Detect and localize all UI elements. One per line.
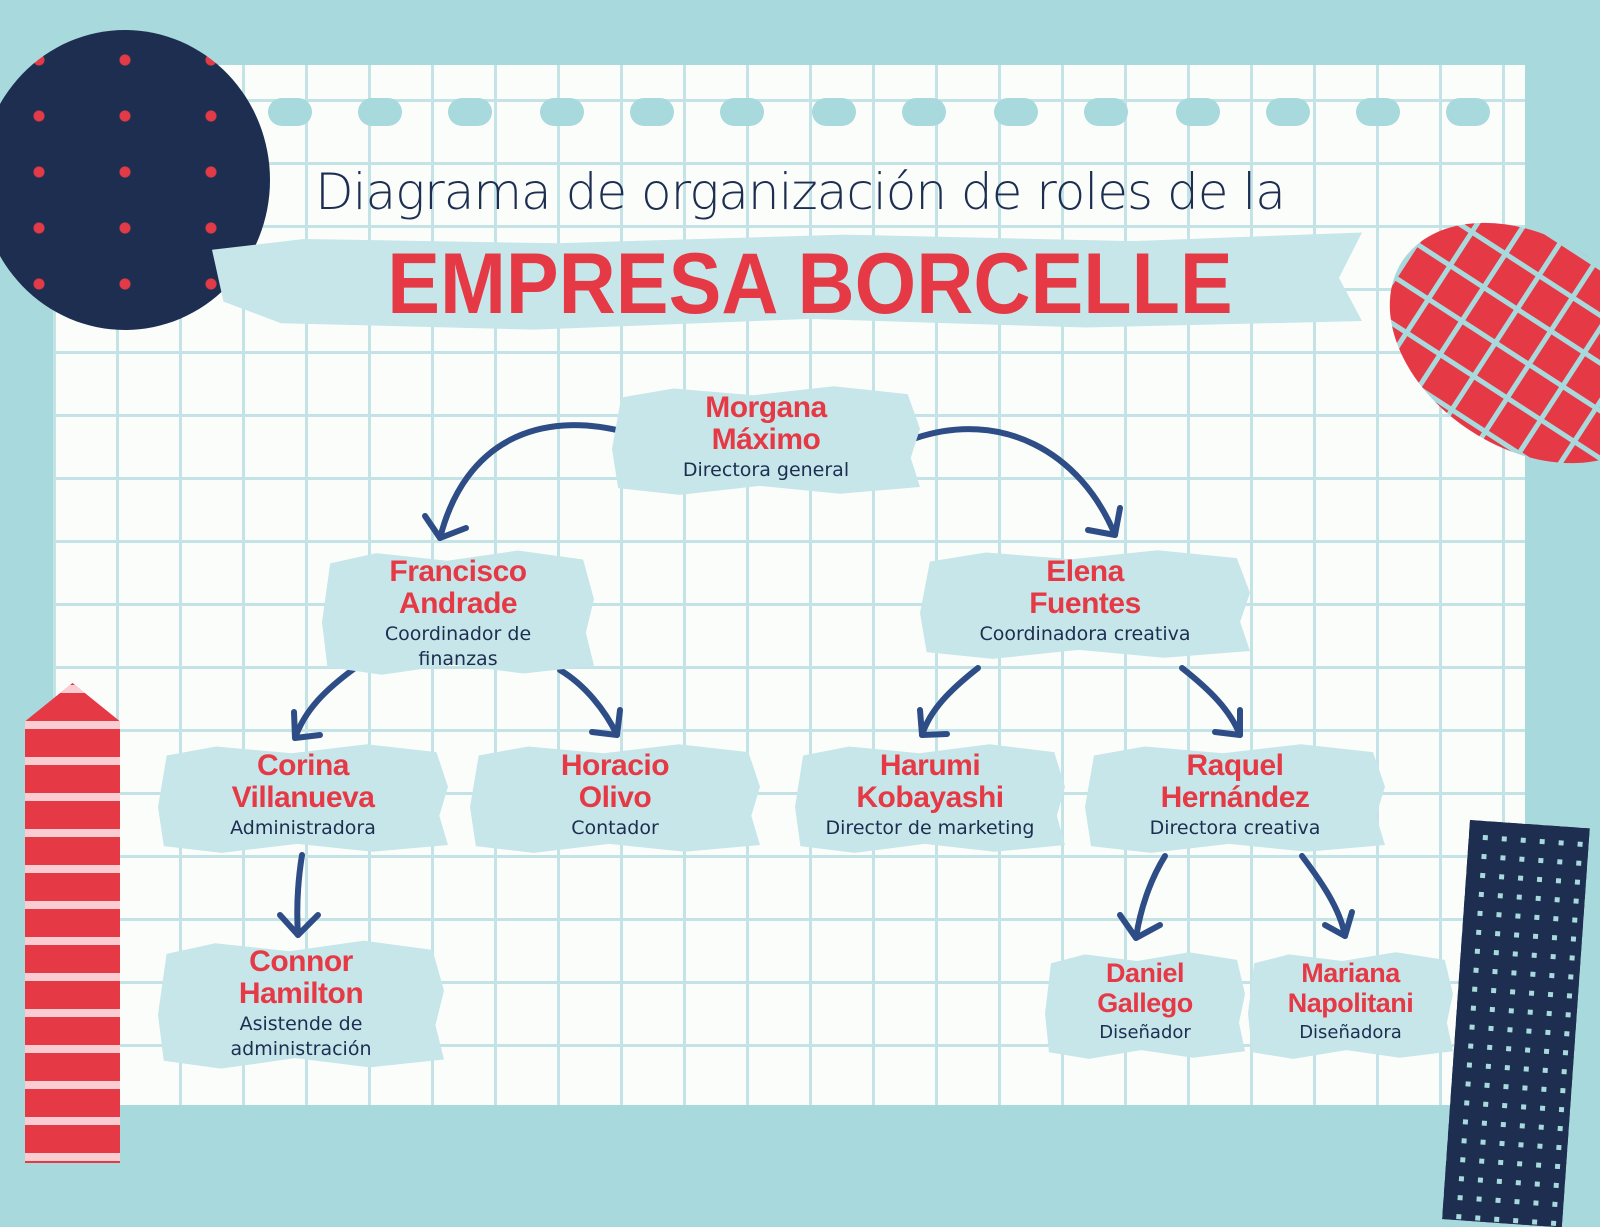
node-name: Mariana bbox=[1301, 958, 1400, 988]
node-horacio-olivo: Horacio Olivo Contador bbox=[470, 742, 760, 854]
node-morgana-maximo: Morgana Máximo Directora general bbox=[612, 384, 920, 496]
node-name: Elena bbox=[1046, 555, 1124, 588]
node-background bbox=[1045, 952, 1245, 1059]
binder-hole bbox=[902, 98, 946, 126]
node-name: Hamilton bbox=[238, 977, 364, 1010]
arrow-elena-harumi bbox=[919, 665, 981, 738]
node-background bbox=[158, 940, 444, 1069]
binder-hole bbox=[812, 98, 856, 126]
arrowhead bbox=[1322, 909, 1355, 939]
node-role: Directora general bbox=[682, 459, 850, 481]
node-raquel-hernandez: Raquel Hernández Directora creativa bbox=[1085, 742, 1385, 854]
arrow-morgana-francisco bbox=[437, 422, 628, 541]
node-background bbox=[322, 550, 594, 675]
node-francisco-andrade: Francisco Andrade Coordinador de finanza… bbox=[322, 548, 594, 676]
node-background bbox=[612, 386, 920, 495]
binder-hole bbox=[630, 98, 674, 126]
binder-hole bbox=[268, 98, 312, 126]
node-role: Administradora bbox=[230, 817, 376, 839]
node-role: Directora creativa bbox=[1149, 817, 1321, 839]
page-title: EMPRESA BORCELLE bbox=[387, 236, 1233, 332]
node-name: Francisco bbox=[389, 555, 527, 588]
page-subtitle: Diagrama de organización de roles de la bbox=[315, 163, 1286, 221]
connector-arrows bbox=[277, 422, 1355, 941]
arrow-raquel-daniel bbox=[1133, 853, 1168, 941]
arrowhead bbox=[1085, 505, 1123, 538]
node-name: Horacio bbox=[560, 749, 670, 782]
arrowhead bbox=[917, 707, 950, 738]
arrowhead bbox=[1212, 707, 1243, 738]
arrow-francisco-corina bbox=[292, 665, 358, 741]
node-background bbox=[158, 744, 448, 853]
node-background bbox=[1085, 744, 1385, 853]
node-elena-fuentes: Elena Fuentes Coordinadora creativa bbox=[920, 548, 1250, 660]
node-background bbox=[795, 744, 1065, 853]
arrow-elena-raquel bbox=[1179, 665, 1243, 738]
arrowhead bbox=[291, 709, 323, 741]
binder-hole bbox=[540, 98, 584, 126]
node-role: Asistende de bbox=[239, 1013, 363, 1035]
node-background bbox=[470, 744, 760, 853]
node-name: Gallego bbox=[1097, 988, 1193, 1018]
title-brush-band bbox=[212, 232, 1362, 330]
arrow-corina-connor bbox=[294, 852, 305, 938]
node-role: finanzas bbox=[418, 648, 498, 670]
node-role: Diseñadora bbox=[1299, 1022, 1402, 1043]
binder-hole bbox=[1356, 98, 1400, 126]
node-role: administración bbox=[230, 1038, 372, 1060]
binder-hole bbox=[1446, 98, 1490, 126]
node-name: Harumi bbox=[879, 749, 981, 782]
node-name: Olivo bbox=[578, 781, 652, 814]
node-name: Morgana bbox=[705, 391, 827, 424]
node-role: Coordinadora creativa bbox=[979, 623, 1191, 645]
binder-hole bbox=[994, 98, 1038, 126]
node-connor-hamilton: Connor Hamilton Asistende de administrac… bbox=[158, 938, 444, 1070]
node-name: Máximo bbox=[711, 423, 821, 456]
arrowhead bbox=[277, 912, 321, 938]
arrowhead bbox=[1117, 912, 1163, 941]
node-daniel-gallego: Daniel Gallego Diseñador bbox=[1045, 950, 1245, 1060]
node-role: Diseñador bbox=[1099, 1022, 1191, 1043]
arrowhead bbox=[422, 513, 469, 541]
node-harumi-kobayashi: Harumi Kobayashi Director de marketing bbox=[795, 742, 1065, 854]
node-mariana-napolitani: Mariana Napolitani Diseñadora bbox=[1248, 950, 1453, 1060]
arrow-francisco-horacio bbox=[557, 667, 620, 738]
binder-hole bbox=[1176, 98, 1220, 126]
node-name: Andrade bbox=[398, 587, 518, 620]
arrowhead bbox=[589, 707, 623, 738]
node-name: Corina bbox=[256, 749, 350, 782]
node-background bbox=[1248, 952, 1453, 1059]
node-role: Contador bbox=[571, 817, 659, 839]
node-corina-villanueva: Corina Villanueva Administradora bbox=[158, 742, 448, 854]
node-name: Connor bbox=[249, 945, 353, 978]
arrow-morgana-elena bbox=[913, 426, 1118, 538]
node-name: Hernández bbox=[1160, 781, 1310, 814]
node-role: Coordinador de bbox=[384, 623, 532, 645]
node-role: Director de marketing bbox=[825, 817, 1035, 839]
node-name: Napolitani bbox=[1287, 988, 1414, 1018]
node-name: Raquel bbox=[1186, 749, 1284, 782]
binder-hole bbox=[1266, 98, 1310, 126]
binder-hole bbox=[448, 98, 492, 126]
node-name: Fuentes bbox=[1029, 587, 1141, 620]
binder-hole bbox=[358, 98, 402, 126]
red-building-decoration bbox=[25, 683, 120, 1163]
node-name: Villanueva bbox=[231, 781, 375, 814]
node-name: Kobayashi bbox=[856, 781, 1004, 814]
arrow-raquel-mariana bbox=[1299, 853, 1348, 939]
node-background bbox=[920, 550, 1250, 659]
node-name: Daniel bbox=[1105, 958, 1185, 988]
binder-hole bbox=[720, 98, 764, 126]
binder-hole bbox=[1084, 98, 1128, 126]
